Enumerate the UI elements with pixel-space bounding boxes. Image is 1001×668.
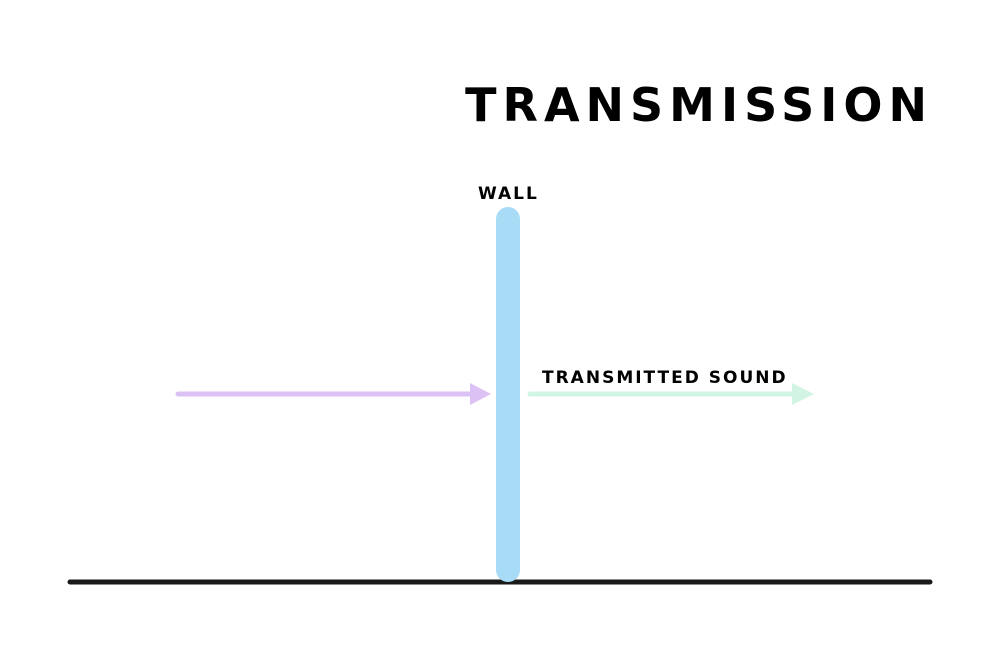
wall-label: WALL [478,184,539,204]
incident-arrow-head [470,383,491,405]
transmitted-arrow-head [792,383,814,405]
transmitted-sound-label: TRANSMITTED SOUND [542,368,788,388]
diagram-title: TRANSMISSION [465,78,933,132]
